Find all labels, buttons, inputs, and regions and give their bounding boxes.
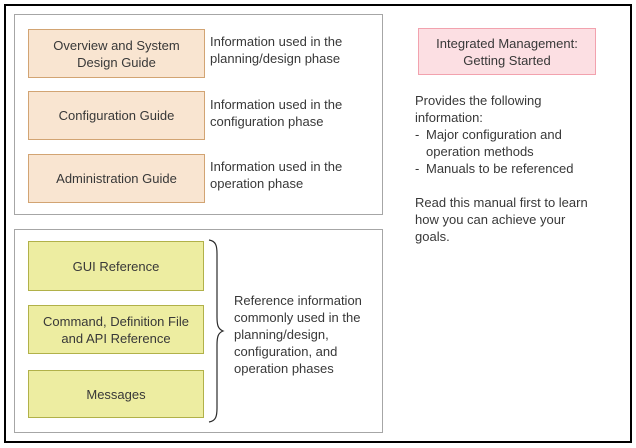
getting-started-intro: Provides the following information:: [415, 93, 542, 125]
manual-box-configuration: Configuration Guide: [28, 91, 205, 140]
getting-started-bullets: - Major configuration and operation meth…: [415, 126, 633, 177]
bullet-item: - Major configuration and operation meth…: [415, 126, 633, 160]
manual-description: Information used in the operation phase: [210, 159, 343, 191]
bullet-item: - Manuals to be referenced: [415, 160, 633, 177]
curly-brace: [208, 239, 225, 423]
getting-started-note: Read this manual first to learn how you …: [415, 195, 588, 244]
getting-started-title: Integrated Management: Getting Started: [436, 35, 578, 68]
manual-box-gui-reference: GUI Reference: [28, 241, 204, 291]
manual-description: Information used in the planning/design …: [210, 34, 343, 66]
getting-started-text-block: Provides the following information: - Ma…: [415, 92, 633, 245]
bullet-text: Major configuration and operation method…: [426, 127, 562, 159]
manual-box-administration: Administration Guide: [28, 154, 205, 203]
manual-box-label: GUI Reference: [72, 258, 160, 274]
reference-note: Reference information commonly used in t…: [234, 293, 362, 376]
manual-box-overview-design: Overview and System Design Guide: [28, 29, 205, 78]
manual-box-label: Messages: [86, 386, 146, 402]
manual-box-messages: Messages: [28, 370, 204, 418]
phase-manuals-group: Overview and System Design Guide Informa…: [14, 14, 383, 215]
manual-box-label: Administration Guide: [56, 171, 177, 186]
getting-started-box: Integrated Management: Getting Started: [418, 28, 596, 75]
bullet-dash: -: [415, 127, 420, 142]
bullet-text: Manuals to be referenced: [426, 161, 574, 176]
manual-box-label: Overview and System Design Guide: [53, 37, 180, 70]
bullet-dash: -: [415, 161, 420, 176]
manual-description: Information used in the configuration ph…: [210, 97, 343, 129]
reference-manuals-group: GUI Reference Command, Definition File a…: [14, 229, 383, 433]
manual-box-label: Command, Definition File and API Referen…: [43, 313, 189, 346]
manual-box-command-api-reference: Command, Definition File and API Referen…: [28, 305, 204, 354]
manual-box-label: Configuration Guide: [58, 108, 175, 123]
